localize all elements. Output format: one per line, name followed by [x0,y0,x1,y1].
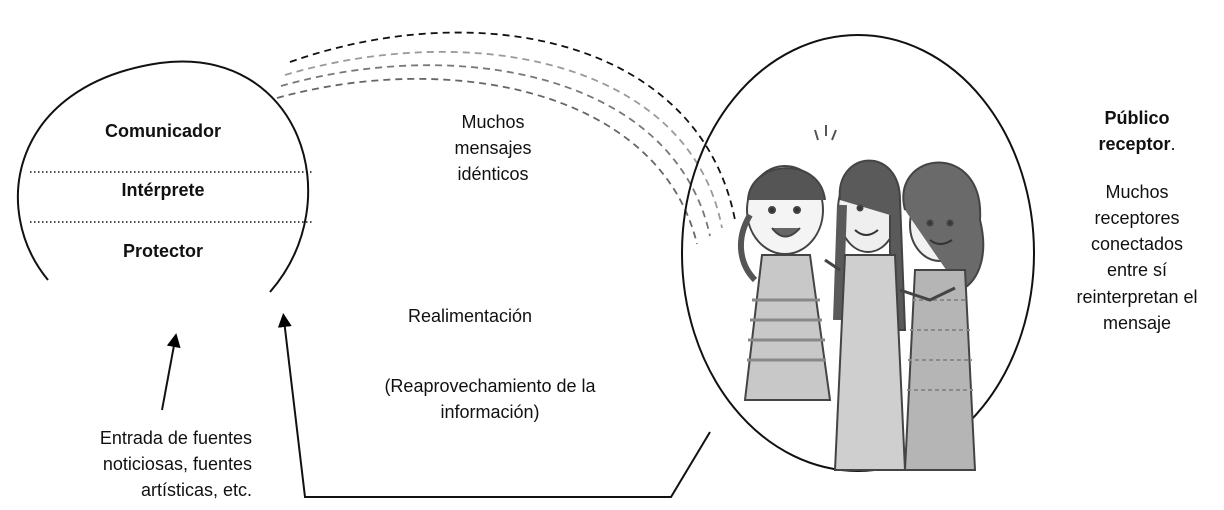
role-interprete: Intérprete [121,180,205,200]
inputs-label: Entrada de fuentes noticiosas, fuentes a… [40,425,252,503]
messages-line-3: idénticos [457,164,529,185]
role-comunicador: Comunicador [104,121,222,141]
people-illustration [737,125,985,471]
feedback-title: Realimentación [407,306,533,326]
audience-title-line-2: receptor [1098,134,1171,155]
communicator-shape [16,60,310,293]
audience-label: Público receptor. Muchos receptores cone… [1050,105,1224,336]
feedback-note-line-2: información) [440,402,540,423]
audience-title-line-1: Público [1104,108,1170,128]
messages-line-2: mensajes [454,138,532,159]
feedback-note-line-1: (Reaprovechamiento de la [384,376,596,396]
message-arc-3 [280,64,711,237]
role-protector: Protector [122,241,204,261]
inputs-line-3: artísticas, etc. [140,480,252,501]
audience-desc-line-6: mensaje [1102,312,1172,333]
audience-desc-line-1: Muchos [1105,182,1169,203]
audience-title: Público receptor. [1050,105,1224,157]
inputs-line-1: Entrada de fuentes [99,428,252,448]
messages-line-1: Muchos [461,112,525,132]
audience-title-suffix: . [1170,134,1176,155]
feedback-note: (Reaprovechamiento de la información) [325,373,655,425]
feedback-arrow [277,313,711,498]
audience-desc-line-4: entre sí [1106,260,1168,281]
messages-label: Muchos mensajes idénticos [398,109,588,187]
input-arrow [161,333,181,411]
inputs-line-2: noticiosas, fuentes [102,454,252,475]
audience-description: Muchos receptores conectados entre sí re… [1050,179,1224,336]
message-arc-4 [276,78,698,245]
message-arc-2 [284,50,723,229]
audience-desc-line-3: conectados [1090,234,1184,255]
audience-desc-line-5: reinterpretan el [1076,286,1198,307]
audience-desc-line-2: receptores [1094,208,1180,229]
